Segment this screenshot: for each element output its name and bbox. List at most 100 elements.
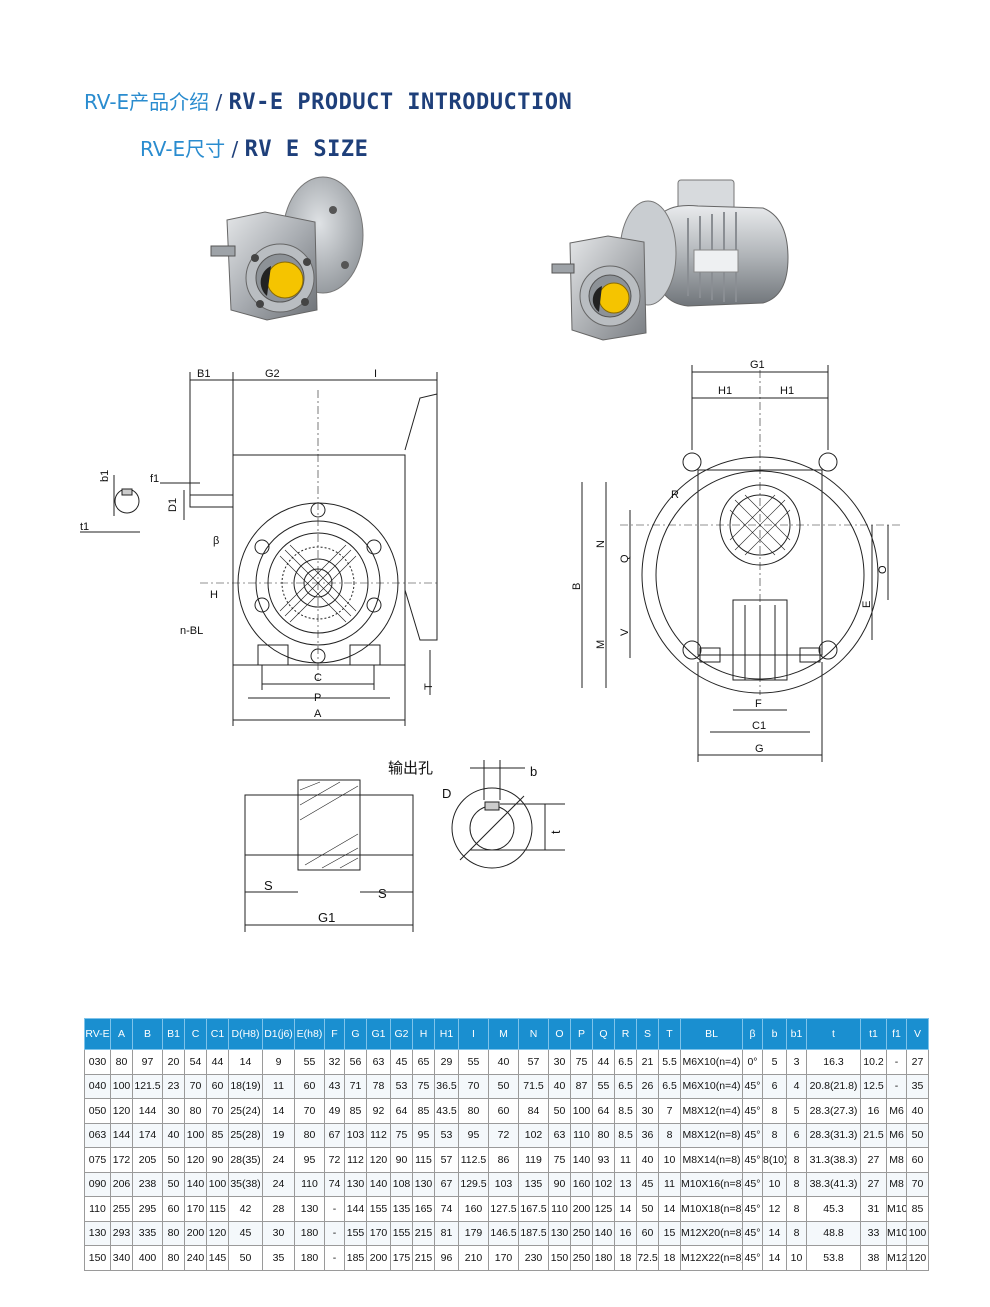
table-cell: M8X12(n=4)	[680, 1098, 743, 1124]
table-cell: 63	[548, 1122, 571, 1148]
table-cell: 14	[228, 1049, 263, 1075]
table-header-cell: G2	[390, 1018, 413, 1050]
table-cell: 31.3(38.3)	[806, 1147, 861, 1173]
table-cell: 70	[206, 1098, 229, 1124]
table-cell: 90	[390, 1147, 413, 1173]
table-cell: 38.3(41.3)	[806, 1171, 861, 1197]
table-cell: 14	[762, 1220, 787, 1246]
table-cell: 45°	[742, 1073, 763, 1099]
label-g: G	[755, 743, 764, 755]
table-cell: 64	[592, 1098, 615, 1124]
table-cell: 70	[184, 1073, 207, 1099]
label-b-small: b	[530, 764, 537, 779]
table-cell: 7	[658, 1098, 681, 1124]
table-cell: 8.5	[614, 1122, 637, 1148]
table-cell: 8	[658, 1122, 681, 1148]
table-cell: 5	[786, 1098, 807, 1124]
table-cell: 200	[184, 1220, 207, 1246]
label-f: F	[755, 698, 762, 710]
table-cell: -	[886, 1073, 907, 1099]
table-cell: 050	[84, 1098, 111, 1124]
table-cell: 30	[548, 1049, 571, 1075]
table-cell: 10.2	[860, 1049, 887, 1075]
table-cell: 8	[762, 1122, 787, 1148]
table-header-cell: β	[742, 1018, 763, 1050]
table-cell: 8	[786, 1171, 807, 1197]
label-h1-right: H1	[780, 385, 794, 397]
table-cell: 16	[614, 1220, 637, 1246]
table-cell: 71	[344, 1073, 367, 1099]
table-cell: 81	[434, 1220, 459, 1246]
output-hole-hub	[297, 779, 361, 871]
table-cell: 55	[458, 1049, 489, 1075]
label-t1: t1	[80, 521, 89, 533]
label-b: B	[571, 583, 583, 590]
table-cell: 11	[658, 1171, 681, 1197]
table-cell: 75	[548, 1147, 571, 1173]
table-cell: 92	[366, 1098, 391, 1124]
table-cell: 145	[206, 1245, 229, 1271]
table-cell: 10	[762, 1171, 787, 1197]
table-cell: 6.5	[614, 1049, 637, 1075]
table-cell: 130	[548, 1220, 571, 1246]
reducer-photo	[210, 176, 364, 321]
table-cell: 102	[592, 1171, 615, 1197]
table-cell: 167.5	[518, 1196, 549, 1222]
table-cell: 65	[412, 1049, 435, 1075]
table-cell: 96	[434, 1245, 459, 1271]
label-h1-left: H1	[718, 385, 732, 397]
table-cell: 32	[324, 1049, 345, 1075]
table-cell: 180	[294, 1245, 325, 1271]
table-cell: 250	[570, 1220, 593, 1246]
table-cell: 27	[906, 1049, 929, 1075]
table-header-cell: R	[614, 1018, 637, 1050]
table-cell: M6X10(n=4)	[680, 1049, 743, 1075]
table-cell: 35(38)	[228, 1171, 263, 1197]
table-cell: 75	[570, 1049, 593, 1075]
label-s-left: S	[264, 878, 273, 893]
table-cell: 155	[390, 1220, 413, 1246]
table-cell: 23	[162, 1073, 185, 1099]
table-header-cell: f1	[886, 1018, 907, 1050]
table-cell: 110	[294, 1171, 325, 1197]
table-cell: 8	[786, 1196, 807, 1222]
table-cell: 56	[344, 1049, 367, 1075]
table-cell: 13	[614, 1171, 637, 1197]
label-e: E	[861, 601, 873, 608]
table-cell: 45°	[742, 1147, 763, 1173]
table-cell: 112	[366, 1122, 391, 1148]
table-header-cell: C1	[206, 1018, 229, 1050]
table-cell: 25(24)	[228, 1098, 263, 1124]
table-cell: 12.5	[860, 1073, 887, 1099]
heading-size-cn: RV-E尺寸	[140, 137, 226, 161]
table-header-cell: C	[184, 1018, 207, 1050]
table-cell: 45°	[742, 1122, 763, 1148]
table-cell: 45	[636, 1171, 659, 1197]
table-cell: 6	[762, 1073, 787, 1099]
table-cell: 44	[206, 1049, 229, 1075]
table-header-cell: H	[412, 1018, 435, 1050]
label-f1: f1	[150, 473, 159, 485]
table-cell: 12	[762, 1196, 787, 1222]
table-cell: 48.8	[806, 1220, 861, 1246]
table-cell: 14	[658, 1196, 681, 1222]
table-cell: 25(28)	[228, 1122, 263, 1148]
table-cell: 80	[162, 1245, 185, 1271]
table-cell: 55	[294, 1049, 325, 1075]
table-header-cell: H1	[434, 1018, 459, 1050]
table-cell: 50	[228, 1245, 263, 1271]
table-cell: 45	[228, 1220, 263, 1246]
table-cell: 0°	[742, 1049, 763, 1075]
label-b1: B1	[197, 368, 210, 380]
table-cell: 120	[206, 1220, 229, 1246]
table-cell: 21.5	[860, 1122, 887, 1148]
table-cell: 10	[786, 1245, 807, 1271]
table-cell: 60	[206, 1073, 229, 1099]
table-cell: 215	[412, 1245, 435, 1271]
label-t: T	[423, 683, 435, 690]
table-cell: 205	[132, 1147, 163, 1173]
output-hole-face	[451, 787, 533, 869]
table-cell: 129.5	[458, 1171, 489, 1197]
